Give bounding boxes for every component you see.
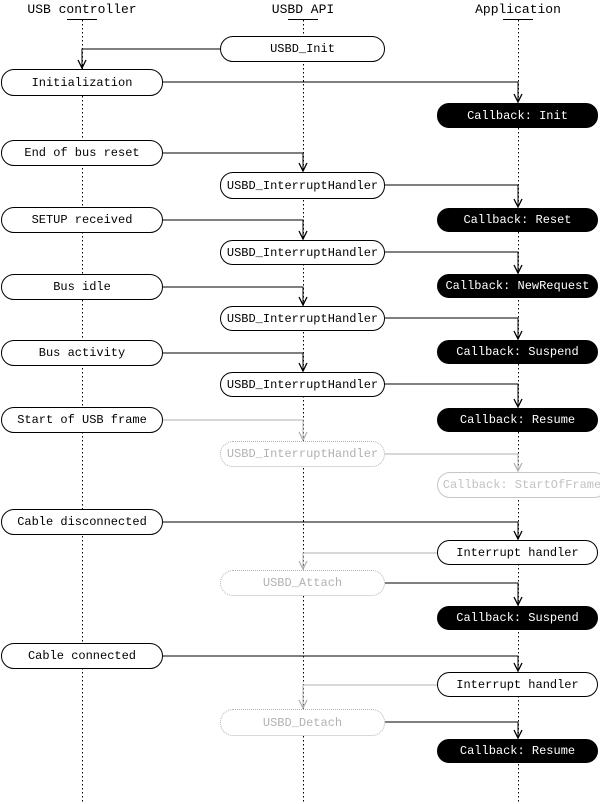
callback-init-box: Callback: Init xyxy=(437,103,598,128)
handler-a-to-cb-reset xyxy=(385,184,519,207)
handler-e-to-cb-startofframe xyxy=(385,453,519,471)
handler-c-to-cb-suspend-arrowhead-icon xyxy=(513,330,523,341)
interrupt-handler-d-box: USBD_InterruptHandler xyxy=(220,372,385,397)
bus-idle-box: Bus idle xyxy=(1,274,163,300)
usbd-api-lifeline xyxy=(303,20,304,802)
callback-resume-2-box: Callback: Resume xyxy=(437,739,598,763)
handler-c-to-cb-suspend xyxy=(385,317,519,339)
usbd-attach-to-cb-suspend-arrowhead-icon xyxy=(513,596,523,607)
bus-idle-to-handler-c xyxy=(163,286,304,305)
bus-activity-to-handler-d-arrowhead-icon xyxy=(298,362,308,373)
cable-disconnected-box: Cable disconnected xyxy=(1,509,163,535)
start-of-frame-to-handler-e-arrowhead-icon xyxy=(298,431,308,442)
start-of-usb-frame-box: Start of USB frame xyxy=(1,407,163,433)
usb-controller-header-underline xyxy=(67,19,97,20)
callback-startofframe-box: Callback: StartOfFrame xyxy=(437,472,600,498)
interrupt-handler-to-usbd-detach xyxy=(302,684,437,708)
cable-conn-to-interrupt-handler xyxy=(163,655,519,671)
initialization-to-cb-init xyxy=(163,81,519,102)
start-of-frame-to-handler-e xyxy=(163,419,304,440)
callback-newrequest-box: Callback: NewRequest xyxy=(437,274,598,298)
callback-suspend-2-box: Callback: Suspend xyxy=(437,606,598,630)
bus-reset-to-handler-a xyxy=(163,152,304,171)
handler-e-to-cb-startofframe-arrowhead-icon xyxy=(513,462,523,473)
callback-reset-box: Callback: Reset xyxy=(437,208,598,232)
usbd-detach-box: USBD_Detach xyxy=(220,709,385,736)
bus-reset-to-handler-a-arrowhead-icon xyxy=(298,162,308,173)
interrupt-handler-to-usbd-attach-arrowhead-icon xyxy=(298,560,308,571)
application-header-underline xyxy=(503,19,533,20)
usbd-attach-to-cb-suspend xyxy=(385,582,519,605)
callback-resume-1-box: Callback: Resume xyxy=(437,408,598,432)
handler-d-to-cb-resume xyxy=(385,383,519,407)
interrupt-handler-e-box: USBD_InterruptHandler xyxy=(220,441,385,467)
column-header-application: Application xyxy=(475,2,561,17)
handler-d-to-cb-resume-arrowhead-icon xyxy=(513,398,523,409)
interrupt-handler-to-usbd-attach xyxy=(302,552,437,569)
cable-conn-to-interrupt-handler-arrowhead-icon xyxy=(513,662,523,673)
interrupt-handler-a-box: USBD_InterruptHandler xyxy=(220,172,385,199)
usbd-init-to-initialization xyxy=(81,48,220,68)
setup-to-handler-b xyxy=(163,219,304,239)
interrupt-handler-1-box: Interrupt handler xyxy=(437,540,598,565)
setup-received-box: SETUP received xyxy=(1,207,163,233)
initialization-box: Initialization xyxy=(1,69,163,96)
setup-to-handler-b-arrowhead-icon xyxy=(298,230,308,241)
initialization-to-cb-init-arrowhead-icon xyxy=(513,93,523,104)
usbd-detach-to-cb-resume-arrowhead-icon xyxy=(513,729,523,740)
callback-suspend-1-box: Callback: Suspend xyxy=(437,340,598,364)
bus-activity-to-handler-d xyxy=(163,352,304,371)
column-header-usbd-api: USBD API xyxy=(271,2,335,17)
interrupt-handler-2-box: Interrupt handler xyxy=(437,672,598,697)
interrupt-handler-b-box: USBD_InterruptHandler xyxy=(220,240,385,265)
handler-b-to-cb-newrequest xyxy=(385,251,519,273)
cable-disc-to-interrupt-handler-arrowhead-icon xyxy=(513,530,523,541)
usbd-init-box: USBD_Init xyxy=(220,36,385,62)
cable-connected-box: Cable connected xyxy=(1,643,163,669)
column-header-usb-controller: USB controller xyxy=(27,2,137,17)
bus-activity-box: Bus activity xyxy=(1,340,163,366)
usbd-api-header-underline xyxy=(288,19,318,20)
usbd-attach-box: USBD_Attach xyxy=(220,570,385,596)
handler-b-to-cb-newrequest-arrowhead-icon xyxy=(513,264,523,275)
usbd-init-to-initialization-arrowhead-icon xyxy=(77,59,87,70)
usbd-detach-to-cb-resume xyxy=(385,721,519,738)
cable-disc-to-interrupt-handler xyxy=(163,521,519,539)
end-of-bus-reset-box: End of bus reset xyxy=(1,140,163,166)
interrupt-handler-c-box: USBD_InterruptHandler xyxy=(220,306,385,331)
interrupt-handler-to-usbd-detach-arrowhead-icon xyxy=(298,699,308,710)
handler-a-to-cb-reset-arrowhead-icon xyxy=(513,198,523,209)
bus-idle-to-handler-c-arrowhead-icon xyxy=(298,296,308,307)
